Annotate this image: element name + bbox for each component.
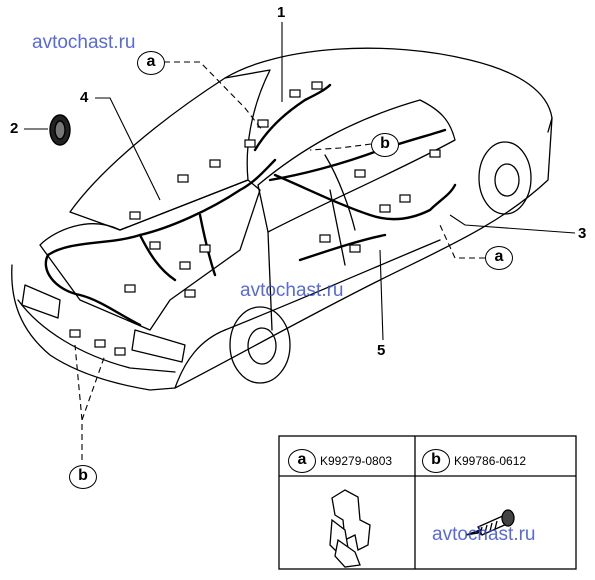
connector: [429, 149, 441, 158]
legend-callout-b: b: [422, 449, 450, 473]
dashed-leader-a-top: [164, 61, 263, 131]
clip-a-icon: [329, 489, 371, 568]
car-roof-outline: [224, 47, 553, 133]
connector: [177, 174, 189, 183]
dashed-leader-b-bottom: [74, 344, 106, 460]
leader-4: [95, 97, 161, 201]
callout-a: a: [137, 51, 165, 75]
callout-b: b: [69, 465, 97, 489]
harness-1-roof: [253, 83, 332, 152]
harness-4-trunk: [46, 158, 277, 257]
connector: [257, 119, 269, 128]
watermark-text: avtochast.ru: [432, 524, 536, 545]
harness-lower: [298, 233, 387, 262]
connector: [199, 244, 211, 253]
legend-part-number-b: K99786-0612: [454, 454, 527, 468]
grommet-part: [49, 114, 71, 146]
connector: [244, 139, 256, 148]
callout-b: b: [371, 133, 399, 157]
connector: [94, 339, 106, 348]
connector: [289, 89, 301, 98]
car-rear-body: [11, 264, 226, 391]
car-door-line: [267, 189, 346, 331]
connector: [311, 81, 323, 90]
connector: [124, 284, 136, 293]
watermark-text: avtochast.ru: [32, 32, 136, 53]
dashed-leader-a-right: [439, 224, 485, 259]
car-side-lower: [224, 239, 441, 331]
connector: [114, 347, 126, 356]
connector: [399, 194, 411, 203]
part-number-4: 4: [80, 89, 89, 106]
screw-b-icon: [465, 509, 515, 536]
rear-wheel: [229, 306, 291, 384]
connector: [184, 289, 196, 298]
legend-part-number-a: K99279-0803: [320, 454, 393, 468]
callout-a: a: [485, 246, 513, 270]
tail-light-left: [21, 284, 61, 319]
connector: [379, 204, 391, 213]
legend-callout-a: a: [288, 449, 316, 473]
part-number-5: 5: [377, 342, 386, 359]
leader-3: [449, 214, 576, 234]
rear-wheel-hub: [247, 327, 277, 365]
leader-5: [379, 249, 384, 341]
dashed-leader-b-right: [309, 143, 372, 151]
part-number-1: 1: [277, 4, 286, 21]
legend-table: [278, 435, 577, 570]
car-side-body: [174, 117, 553, 389]
harness-4-left: [44, 253, 142, 327]
front-wheel: [478, 141, 532, 215]
connector: [209, 159, 221, 168]
car-b-pillar: [324, 154, 356, 231]
car-trunk: [39, 179, 261, 331]
car-side-windows: [257, 99, 456, 233]
connector: [179, 261, 191, 270]
connector: [129, 211, 141, 220]
part-number-3: 3: [578, 225, 587, 242]
part-number-2: 2: [10, 120, 19, 137]
connector: [349, 244, 361, 253]
connector: [354, 169, 366, 178]
harness-5-floor: [273, 173, 457, 221]
front-wheel-hub: [494, 163, 520, 197]
connector: [319, 234, 331, 243]
car-rear-window: [69, 69, 271, 231]
watermark-text: avtochast.ru: [240, 280, 344, 301]
car-rear-bumper: [17, 299, 176, 373]
tail-light-right: [131, 329, 186, 363]
connector: [149, 241, 161, 250]
connector: [69, 329, 81, 338]
